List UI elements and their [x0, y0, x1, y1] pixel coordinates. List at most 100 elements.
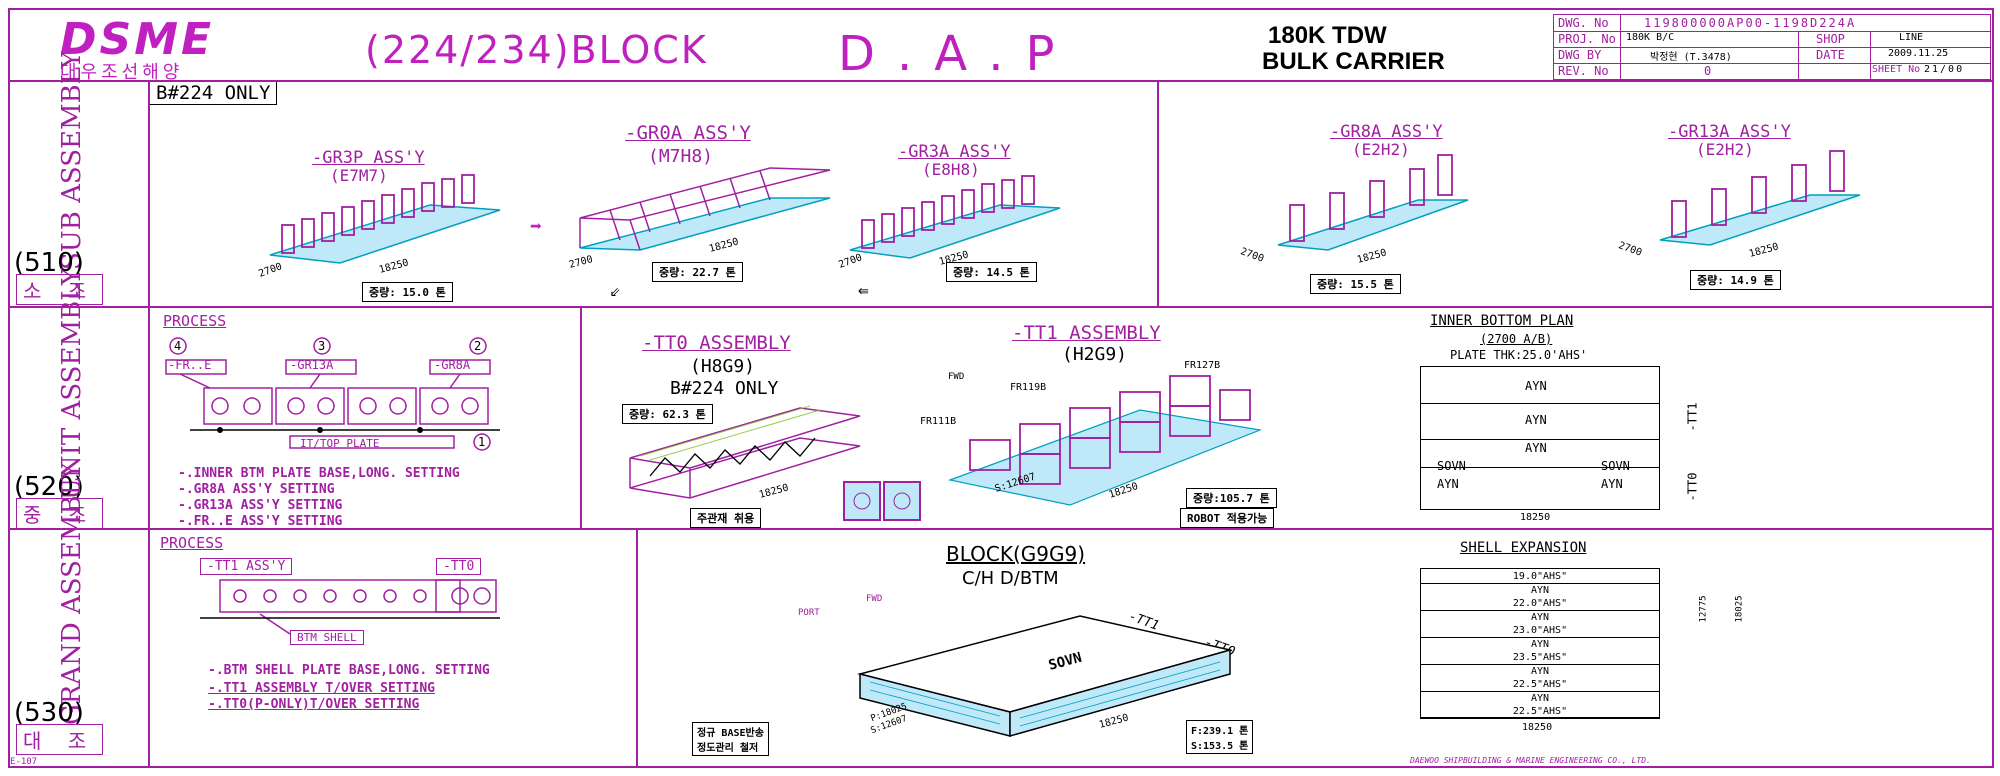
ibp-ayn-2: AYN: [1525, 413, 1547, 427]
shell-dim-v2: 18025: [1734, 595, 1745, 623]
ibp-sovn-1: SOVN: [1437, 459, 1466, 473]
grand-assembly-label: GRAND ASSEMBLY: [57, 462, 87, 725]
tt0-note: 주관재 취용: [690, 508, 762, 528]
gr13a-weight: 중량: 14.9 톤: [1690, 270, 1781, 290]
gr3a-dim-wid: 2700: [837, 252, 863, 271]
step-2: 2: [474, 339, 482, 353]
unit-note-4: -.FR..E ASS'Y SETTING: [178, 514, 343, 529]
dwg-by-label: DWG BY: [1558, 48, 1602, 62]
shell-dim-v1: 12775: [1698, 595, 1709, 623]
sub-assembly-korean: 소 조: [16, 274, 104, 305]
block-dim-len: 18250: [1098, 712, 1130, 730]
company-korean: 대우조선해양: [60, 62, 184, 83]
unit-note-1: -.INNER BTM PLATE BASE,LONG. SETTING: [178, 466, 460, 481]
grand-note-3: -.TT0(P-ONLY)T/OVER SETTING: [208, 697, 420, 712]
grand-note-2: -.TT1 ASSEMBLY T/OVER SETTING: [208, 681, 435, 696]
gr3p-dim-wid: 2700: [257, 261, 283, 280]
row-divider-1: [8, 306, 1994, 308]
ship-type-line1: 180K TDW: [1268, 22, 1387, 49]
ibp-tt1-label: -TT1: [1685, 402, 1700, 432]
sub-assembly-label: SUB ASSEMBLY: [57, 51, 87, 270]
ibp-plan: AYN AYN AYN SOVN SOVN AYN AYN: [1420, 366, 1660, 510]
gr13a-drawing: 18250: [1659, 150, 1861, 260]
gr8a-label: -GR8A: [434, 358, 471, 372]
sub-divider: [1157, 80, 1159, 306]
gr3p-code: (E7M7): [330, 166, 388, 185]
block-base-note: 정규 BASE반송 정도관리 철저: [692, 722, 769, 756]
shell-row: AYN: [1530, 666, 1550, 677]
gr13a-label: -GR13A: [290, 358, 334, 372]
tt0-drawing: 18250: [629, 405, 861, 501]
title-block: DWG. No 119800000AP00-1198D224A PROJ. No…: [1553, 14, 1991, 80]
ibp-tt0-label: -TT0: [1685, 472, 1700, 502]
shell-plan: [1420, 568, 1660, 718]
shell-row: AYN: [1530, 639, 1550, 650]
shell-dim: 18250: [1522, 722, 1553, 733]
gr8a-code: (E2H2): [1352, 140, 1410, 159]
b224-only-tag: B#224 ONLY: [150, 82, 278, 105]
ibp-ayn-3: AYN: [1525, 441, 1547, 455]
gr3p-name: -GR3P ASS'Y: [312, 148, 425, 168]
grand-divider: [636, 528, 638, 768]
tt1-note: ROBOT 적용가능: [1180, 508, 1275, 528]
block-name: BLOCK(G9G9): [946, 542, 1086, 566]
fr-label: -FR..E: [168, 358, 212, 372]
shell-row: 23.5"AHS": [1420, 651, 1660, 665]
tt1-code: (H2G9): [1062, 344, 1128, 365]
tt0-section-icon: [843, 481, 921, 521]
shop-label: SHOP: [1816, 32, 1845, 46]
shell-row: 19.0"AHS": [1420, 570, 1660, 584]
block-base-note-2: 정도관리 철저: [697, 743, 759, 754]
block-range: (224/234)BLOCK: [365, 28, 708, 72]
unit-note-3: -.GR13A ASS'Y SETTING: [178, 498, 343, 513]
header-divider: [8, 80, 1994, 82]
proj-no-value: 180K B/C: [1626, 32, 1675, 43]
sheet-no-label: SHEET No: [1872, 64, 1921, 75]
unit-assembly-code: (520): [14, 472, 84, 502]
block-base-note-1: 정규 BASE반송: [697, 728, 764, 739]
dwg-no-label: DWG. No: [1558, 16, 1609, 30]
gr3p-weight: 중량: 15.0 톤: [362, 282, 453, 302]
shell-row: 22.0"AHS": [1420, 597, 1660, 611]
shop-value: LINE: [1899, 32, 1924, 43]
step-1: 1: [478, 435, 486, 449]
step-3: 3: [318, 339, 326, 353]
unit-process-diagram: [165, 337, 500, 451]
gr3a-code: (E8H8): [922, 160, 980, 179]
row-label-divider: [148, 80, 150, 768]
proj-no-label: PROJ. No: [1558, 32, 1616, 46]
gr3p-dim-len: 18250: [378, 257, 410, 275]
grand-process-title: PROCESS: [160, 534, 224, 552]
dwg-no-value: 119800000AP00-1198D224A: [1644, 16, 1857, 30]
shell-row: 22.5"AHS": [1420, 705, 1660, 719]
gr3p-drawing: 18250 2700: [257, 174, 501, 280]
grand-fwd-label: FWD: [866, 594, 883, 604]
block-weight-s: S:153.5 톤: [1191, 741, 1249, 752]
gr13a-code: (E2H2): [1696, 140, 1754, 159]
shell-row: AYN: [1530, 612, 1550, 623]
dap-title: D.A.P: [838, 26, 1077, 82]
gr8a-name: -GR8A ASS'Y: [1330, 122, 1443, 142]
fr111b-label: FR111B: [920, 416, 957, 427]
ibp-dim: 18250: [1520, 512, 1551, 523]
gr0a-drawing: 18250 2700: [568, 167, 831, 271]
gr8a-dim-len: 18250: [1356, 247, 1388, 265]
gr0a-dim-wid: 2700: [568, 254, 594, 271]
date-label: DATE: [1816, 48, 1845, 62]
ship-type-line2: BULK CARRIER: [1262, 48, 1445, 75]
sub-assembly-code: (510): [14, 248, 84, 278]
port-label: PORT: [798, 608, 820, 618]
ibp-ayn-5: AYN: [1601, 477, 1623, 491]
tt0-code: (H8G9): [690, 356, 756, 377]
dsme-logo: DSME: [60, 14, 215, 65]
grand-assembly-code: (530): [14, 698, 84, 728]
gr8a-drawing: 18250: [1277, 154, 1469, 266]
rev-no-label: REV. No: [1558, 64, 1609, 78]
tt0-dim-len: 18250: [758, 482, 790, 500]
dwg-by-value: 박정현 (T.3478): [1650, 52, 1732, 63]
ttop-label: IT/TOP PLATE: [300, 437, 380, 450]
gr8a-weight: 중량: 15.5 톤: [1310, 274, 1401, 294]
tt0-name: -TT0 ASSEMBLY: [642, 332, 791, 354]
gr0a-dim-len: 18250: [708, 236, 740, 254]
tt0-weight: 중량: 62.3 톤: [622, 404, 713, 424]
